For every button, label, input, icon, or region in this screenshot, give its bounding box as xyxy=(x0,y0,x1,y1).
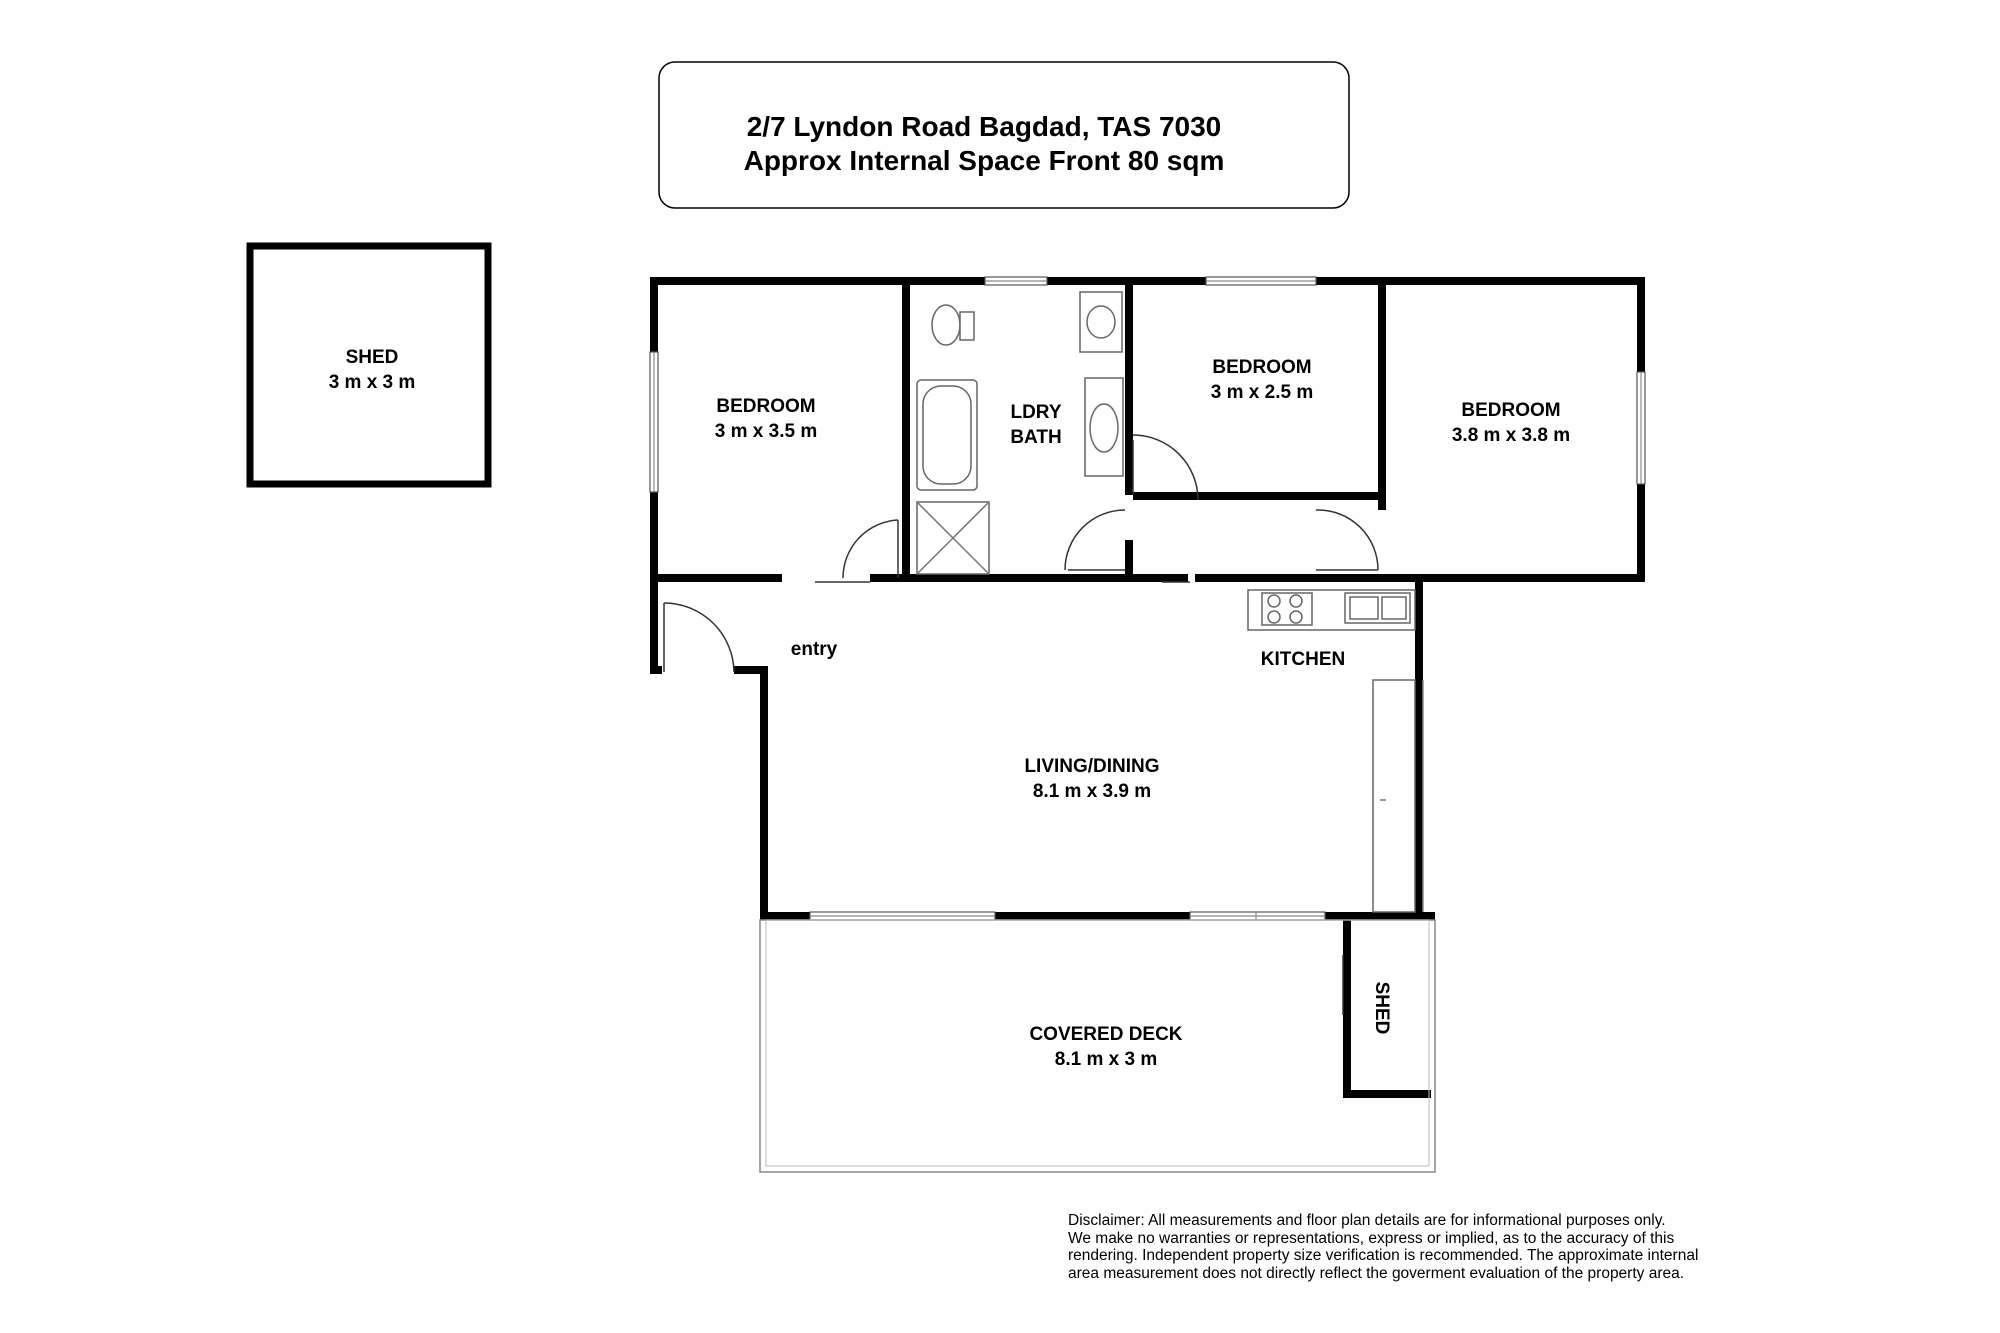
bedroom-2-label: BEDROOM xyxy=(1212,357,1311,378)
room-labels: BEDROOM 3 m x 3.5 m LDRY BATH BEDROOM 3 … xyxy=(715,357,1570,1070)
covered-deck-size: 8.1 m x 3 m xyxy=(1055,1049,1157,1070)
title-box: 2/7 Lyndon Road Bagdad, TAS 7030 Approx … xyxy=(658,61,1350,209)
bath-label: BATH xyxy=(1010,427,1061,448)
detached-shed: SHED 3 m x 3 m xyxy=(246,242,492,488)
pantry xyxy=(1372,679,1416,913)
living-dining-size: 8.1 m x 3.9 m xyxy=(1033,781,1151,802)
title-area: Approx Internal Space Front 80 sqm xyxy=(744,145,1225,176)
covered-deck-outline xyxy=(759,680,1436,1173)
living-dining-label: LIVING/DINING xyxy=(1024,756,1159,777)
bedroom-1-size: 3 m x 3.5 m xyxy=(715,421,817,442)
disclaimer: Disclaimer: All measurements and floor p… xyxy=(1068,1212,1788,1282)
disclaimer-line: Disclaimer: All measurements and floor p… xyxy=(1068,1212,1666,1229)
windows xyxy=(649,276,1646,921)
entry-label: entry xyxy=(791,639,838,660)
doors xyxy=(663,434,1379,1015)
bedroom-3-size: 3.8 m x 3.8 m xyxy=(1452,425,1570,446)
title-address: 2/7 Lyndon Road Bagdad, TAS 7030 xyxy=(747,111,1222,142)
shed-label: SHED xyxy=(346,347,399,368)
disclaimer-line: rendering. Independent property size ver… xyxy=(1068,1247,1699,1264)
shed-size: 3 m x 3 m xyxy=(329,372,416,393)
bedroom-2-size: 3 m x 2.5 m xyxy=(1211,382,1313,403)
bathroom-fixtures xyxy=(916,291,1124,575)
deck-shed-label: SHED xyxy=(1371,982,1392,1035)
kitchen-fixtures xyxy=(1247,589,1416,913)
laundry-label: LDRY xyxy=(1010,402,1061,423)
disclaimer-line: We make no warranties or representations… xyxy=(1068,1229,1675,1247)
disclaimer-line: area measurement does not directly refle… xyxy=(1068,1264,1685,1282)
kitchen-label: KITCHEN xyxy=(1261,649,1345,670)
toilet xyxy=(931,304,961,346)
covered-deck-label: COVERED DECK xyxy=(1029,1024,1182,1045)
bedroom-1-label: BEDROOM xyxy=(716,396,815,417)
bedroom-3-label: BEDROOM xyxy=(1461,400,1560,421)
